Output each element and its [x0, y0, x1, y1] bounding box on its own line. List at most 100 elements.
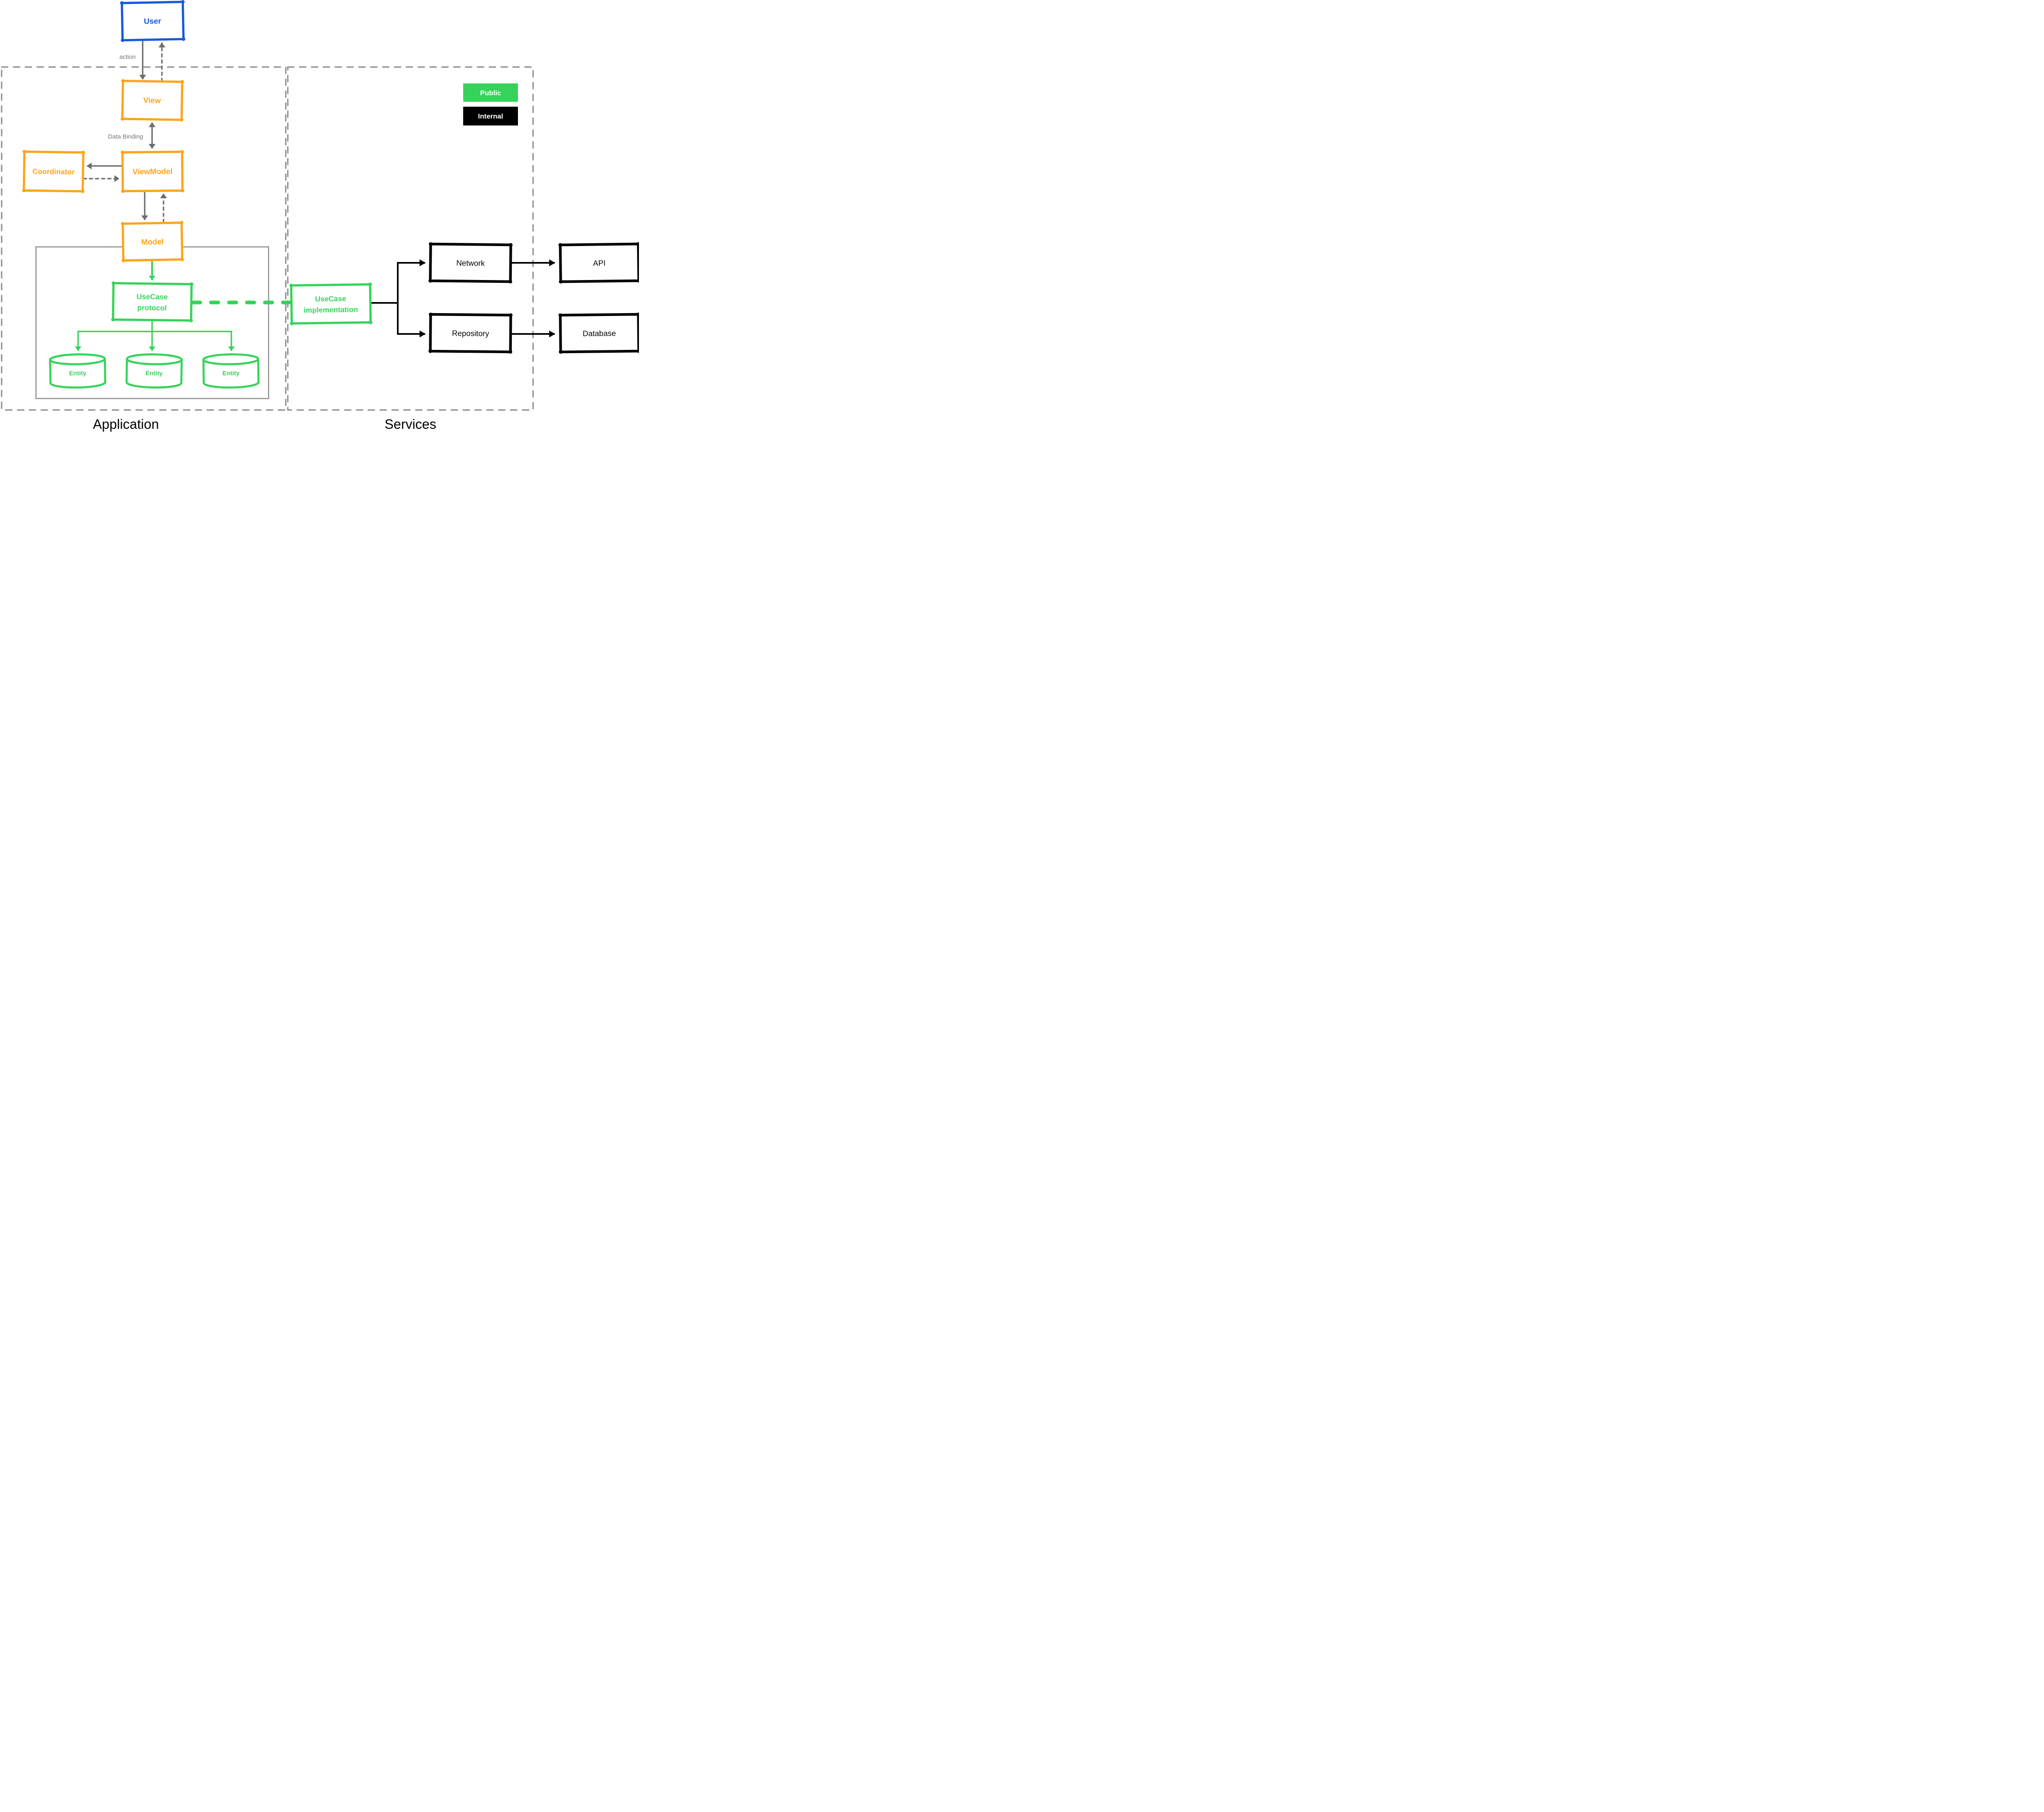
view-label: View: [143, 96, 161, 105]
corner-dot: [120, 117, 124, 121]
repository-label: Repository: [452, 329, 489, 338]
entity-cylinder-2: Entity: [126, 353, 183, 389]
coordinator-box: [22, 150, 85, 193]
corner-dot: [290, 321, 294, 325]
corner-dot: [121, 189, 125, 193]
corner-dot: [22, 188, 26, 193]
legend-internal-label: Internal: [478, 112, 503, 120]
corner-dot: [121, 222, 125, 226]
corner-dot: [509, 280, 512, 284]
entity-cylinder-body: [49, 358, 106, 389]
viewmodel-box: [121, 150, 184, 193]
api-label: API: [593, 259, 606, 268]
corner-dot: [369, 320, 373, 325]
corner-dot: [120, 1, 124, 5]
viewmodel-node: ViewModel: [121, 150, 184, 193]
corner-dot: [179, 118, 184, 122]
corner-dot: [81, 189, 85, 193]
architecture-diagram: action Data Binding User View ViewModel …: [1, 0, 639, 432]
corner-dot: [111, 318, 115, 322]
model-label: Model: [141, 238, 164, 247]
data-binding-label: Data Binding: [108, 133, 143, 140]
entity-cylinder-top: [126, 353, 183, 365]
corner-dot: [509, 350, 513, 354]
network-box: [429, 242, 512, 283]
entity-cylinder-1: Entity: [49, 353, 106, 389]
model-node: Model: [121, 221, 184, 262]
database-node: Database: [558, 312, 639, 354]
user-node: User: [120, 0, 186, 42]
legend-public-swatch: [463, 83, 518, 102]
corner-dot: [637, 279, 639, 283]
entity-cylinder-top: [49, 353, 106, 365]
repository-node: Repository: [428, 312, 513, 354]
model-box: [121, 222, 184, 262]
corner-dot: [509, 313, 513, 317]
network-node: Network: [428, 242, 513, 284]
corner-dot: [181, 188, 184, 193]
corner-dot: [637, 242, 639, 246]
viewmodel-label: ViewModel: [132, 168, 173, 177]
entity-label: Entity: [222, 370, 240, 377]
legend: Public Internal: [463, 83, 518, 125]
database-label: Database: [583, 329, 616, 338]
corner-dot: [289, 283, 293, 287]
entity-cylinder-3: Entity: [202, 353, 260, 389]
corner-dot: [180, 150, 184, 154]
network-label: Network: [456, 259, 485, 268]
corner-dot: [22, 150, 27, 154]
view-node: View: [120, 79, 184, 122]
usecase-protocol-box: [112, 282, 193, 322]
corner-dot: [637, 349, 639, 353]
corner-dot: [112, 281, 115, 285]
repository-box: [429, 313, 512, 354]
action-label: action: [119, 54, 136, 60]
api-box: [559, 242, 639, 283]
corner-dot: [179, 221, 184, 225]
usecase-protocol-label-line2: protocol: [137, 304, 167, 312]
diagram-canvas: action Data Binding User View ViewModel …: [0, 0, 639, 435]
coordinator-node: Coordinator: [22, 150, 85, 193]
usecase-implementation-box: [290, 283, 372, 325]
entity-label: Entity: [69, 370, 87, 377]
view-box: [121, 80, 184, 121]
corner-dot: [181, 0, 185, 4]
corner-dot: [368, 282, 372, 287]
database-box: [559, 313, 639, 354]
usecase-implementation-label-line1: UseCase: [315, 294, 346, 303]
corner-dot: [428, 349, 433, 353]
corner-dot: [637, 312, 639, 316]
corner-dot: [509, 243, 513, 247]
entity-cylinder-body: [126, 358, 183, 389]
corner-dot: [428, 279, 432, 283]
entity-cylinder-top: [202, 353, 260, 365]
usecase-implementation-node: UseCase implementation: [289, 282, 373, 325]
corner-dot: [189, 318, 193, 323]
corner-dot: [558, 313, 562, 317]
corner-dot: [559, 350, 563, 354]
entity-label: Entity: [146, 370, 163, 377]
legend-public-label: Public: [480, 89, 501, 97]
user-label: User: [144, 17, 161, 26]
services-zone-label: Services: [385, 417, 437, 432]
corner-dot: [559, 280, 563, 284]
corner-dot: [428, 312, 433, 316]
user-box: [121, 0, 185, 42]
corner-dot: [180, 258, 184, 262]
services-container: [287, 66, 534, 411]
corner-dot: [190, 282, 193, 286]
application-zone-label: Application: [93, 417, 159, 432]
corner-dot: [558, 243, 562, 247]
coordinator-label: Coordinator: [32, 167, 74, 176]
corner-dot: [429, 242, 433, 246]
usecase-protocol-label-line1: UseCase: [137, 293, 168, 301]
corner-dot: [180, 80, 184, 84]
corner-dot: [121, 258, 126, 262]
usecase-protocol-node: UseCase protocol: [111, 281, 193, 323]
application-container: [1, 66, 287, 411]
corner-dot: [121, 38, 125, 42]
entity-cylinder-body: [202, 358, 260, 389]
api-node: API: [558, 242, 639, 284]
legend-internal-swatch: [463, 107, 518, 125]
corner-dot: [81, 150, 85, 155]
